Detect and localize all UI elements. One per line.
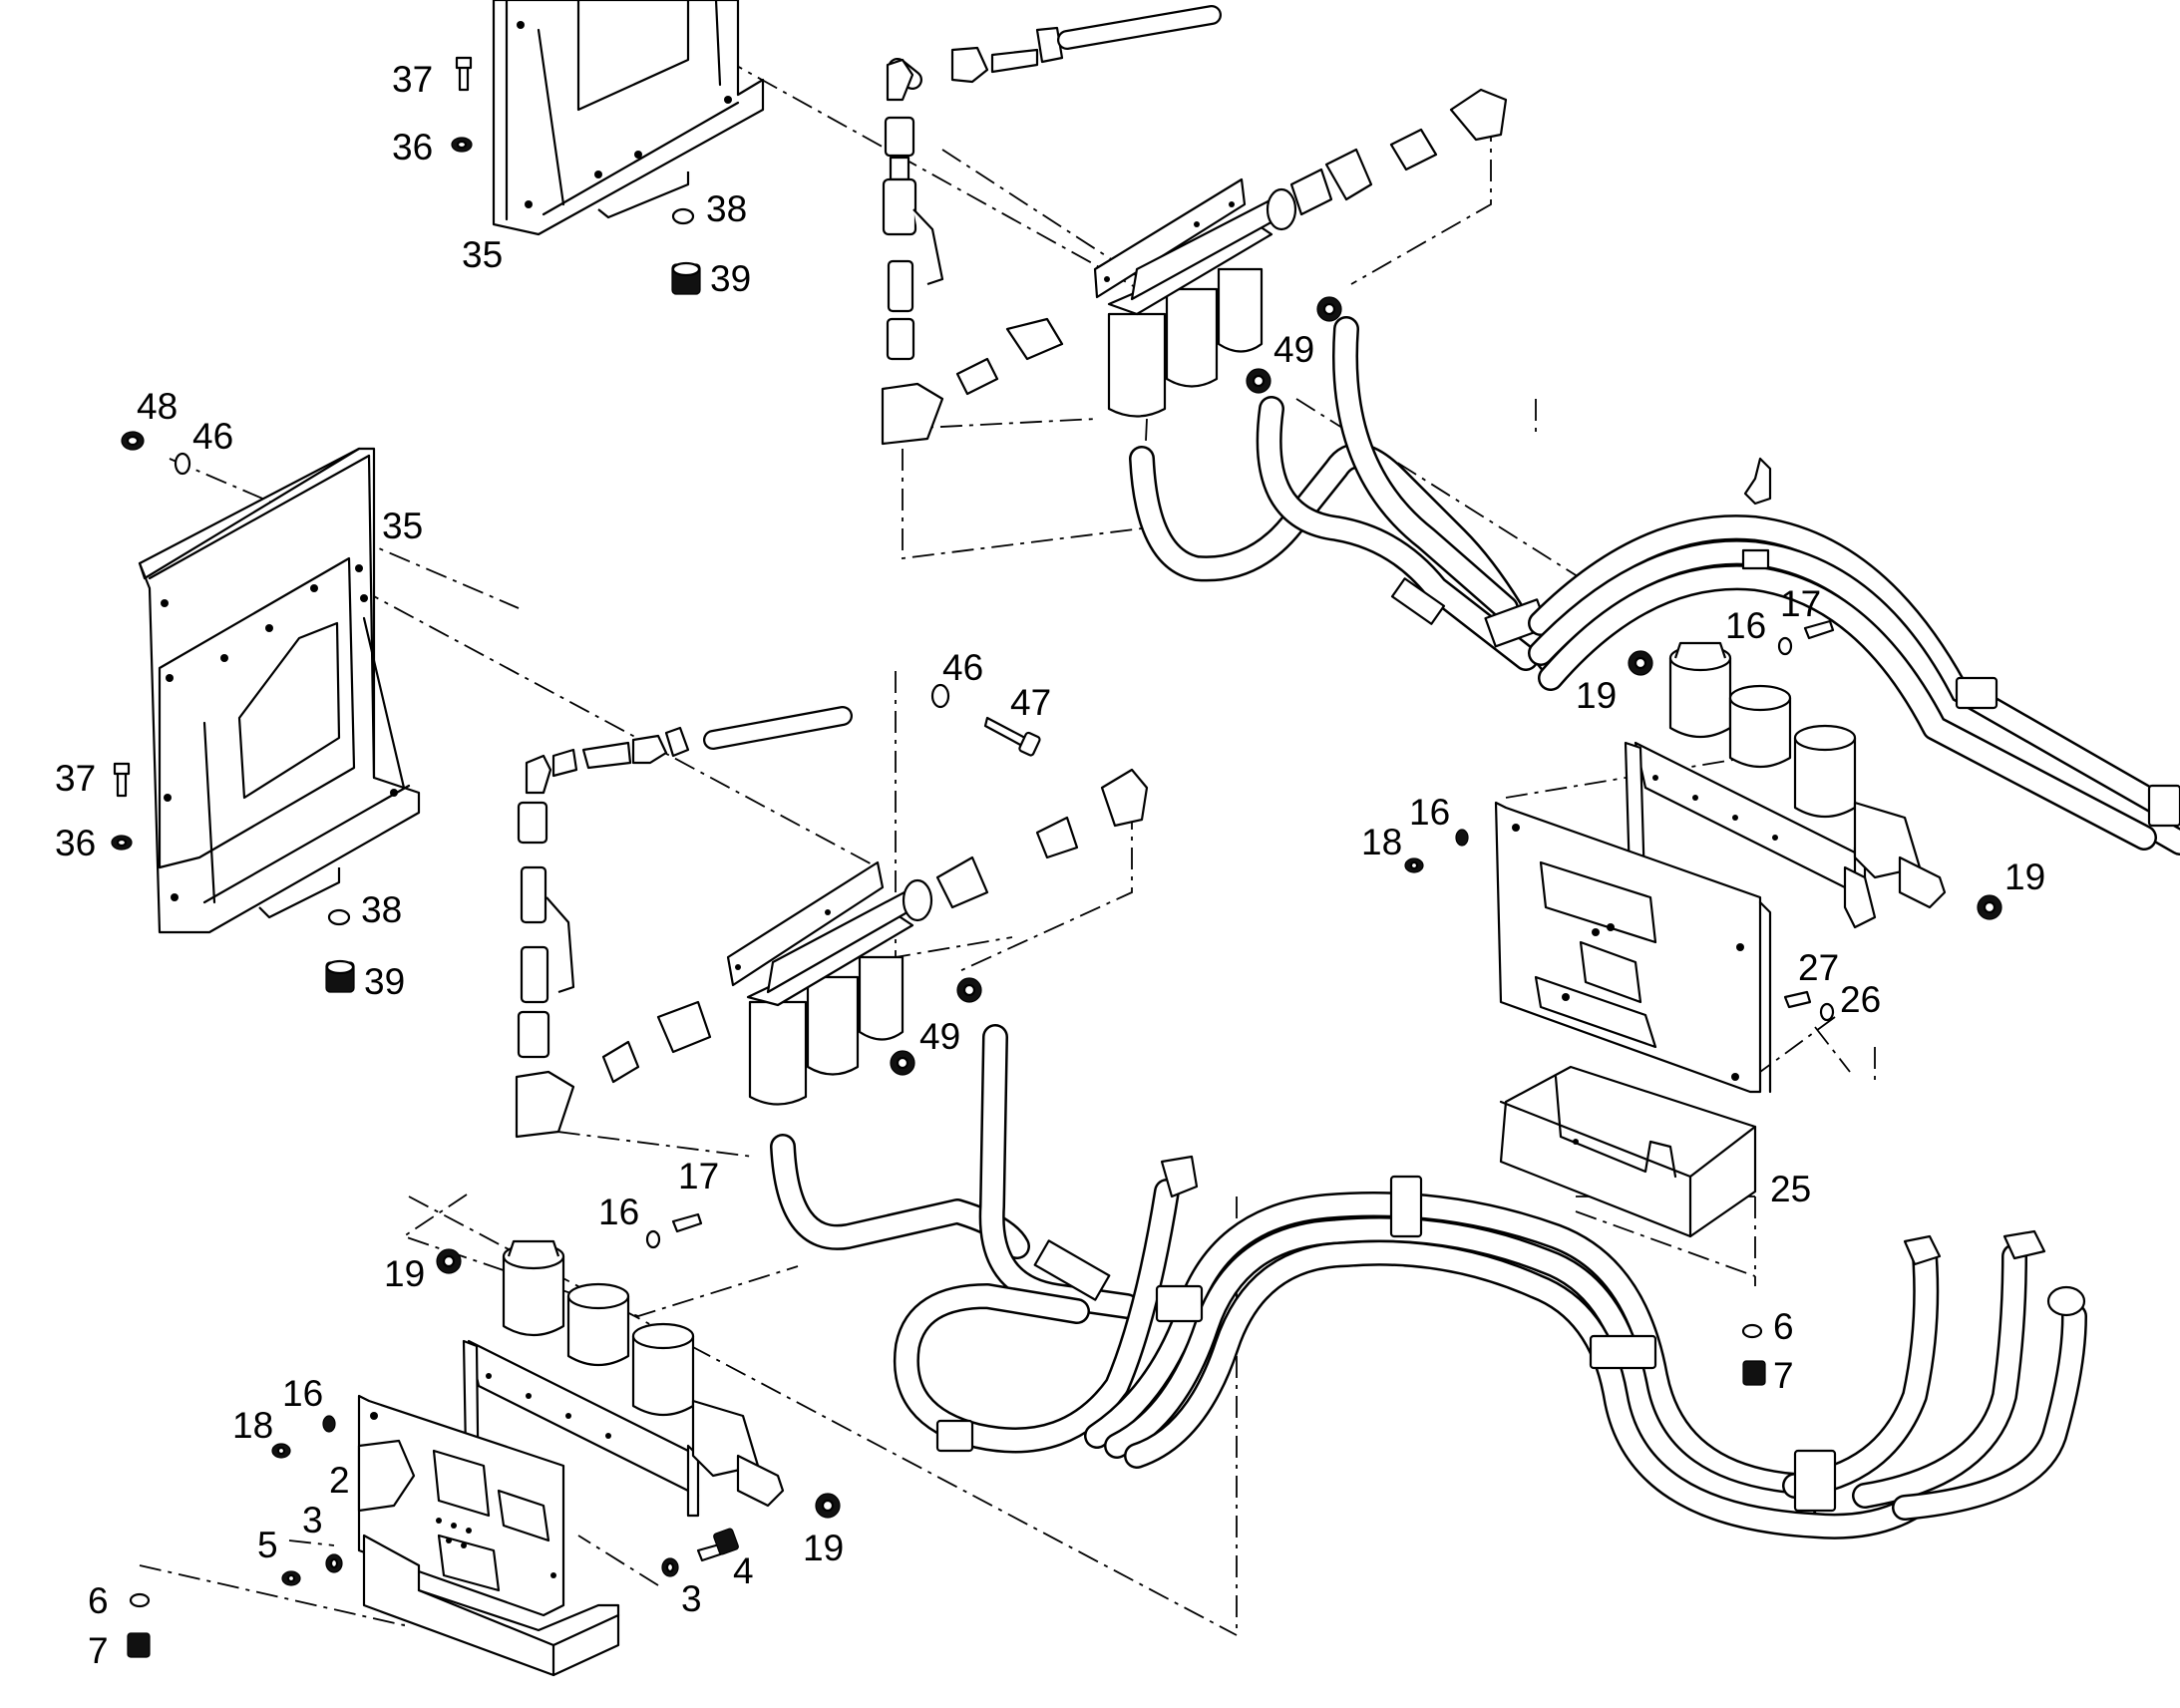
callout-38: 38: [706, 188, 747, 229]
callout-4: 4: [733, 1550, 754, 1591]
filter-assembly-right: [1624, 619, 2002, 929]
callout-48: 48: [137, 386, 178, 427]
callout-27: 27: [1798, 947, 1839, 988]
callout-7: 7: [88, 1630, 109, 1671]
tray-right: [1499, 1065, 1757, 1238]
callout-5: 5: [257, 1525, 278, 1565]
callout-19: 19: [2004, 856, 2045, 897]
callout-46: 46: [942, 647, 983, 688]
callout-19: 19: [1576, 675, 1617, 716]
callout-3: 3: [302, 1500, 323, 1540]
mounting-bracket-upper: [492, 0, 765, 236]
callout-17: 17: [678, 1156, 719, 1196]
callout-49: 49: [1273, 329, 1314, 370]
hose-bundle-middle: [770, 1024, 2087, 1539]
callout-16: 16: [598, 1192, 639, 1232]
callout-17: 17: [1780, 583, 1821, 624]
callout-6: 6: [1773, 1306, 1794, 1347]
callout-37: 37: [55, 758, 96, 799]
callout-3: 3: [681, 1578, 702, 1619]
callout-36: 36: [392, 127, 433, 168]
callout-38: 38: [361, 889, 402, 930]
callout-16: 16: [282, 1373, 323, 1414]
callout-19: 19: [384, 1253, 425, 1294]
callout-2: 2: [329, 1460, 350, 1501]
small-hardware: [111, 56, 1766, 1658]
callout-19: 19: [803, 1528, 844, 1568]
callout-47: 47: [1010, 682, 1051, 723]
hose-bundle-upper: [1129, 316, 1569, 681]
callout-37: 37: [392, 59, 433, 100]
filter-assembly-lower: [436, 1212, 841, 1519]
callout-18: 18: [1361, 822, 1402, 862]
fuel-filter-manifold-upper: [881, 5, 1508, 446]
callout-16: 16: [1409, 792, 1450, 833]
callout-35: 35: [462, 234, 503, 275]
fuel-filter-manifold-middle: [515, 683, 1149, 1139]
callout-36: 36: [55, 823, 96, 863]
callout-18: 18: [232, 1405, 273, 1446]
callout-16: 16: [1725, 605, 1766, 646]
callout-26: 26: [1840, 979, 1881, 1020]
callout-35: 35: [382, 506, 423, 546]
support-plate-lower: [357, 1394, 620, 1677]
callout-49: 49: [919, 1016, 960, 1057]
callout-7: 7: [1773, 1355, 1794, 1396]
hose-bundle-right: [1528, 457, 2180, 855]
support-plate-right: [1494, 801, 1835, 1094]
callout-6: 6: [88, 1580, 109, 1621]
mounting-bracket-left: [138, 447, 421, 934]
callout-39: 39: [364, 961, 405, 1002]
callout-25: 25: [1770, 1169, 1811, 1209]
callout-labels: 37 36 35 38 39 49 48 46 35 37 36 38 39 4…: [55, 59, 2045, 1671]
callout-46: 46: [192, 416, 233, 457]
callout-39: 39: [710, 258, 751, 299]
